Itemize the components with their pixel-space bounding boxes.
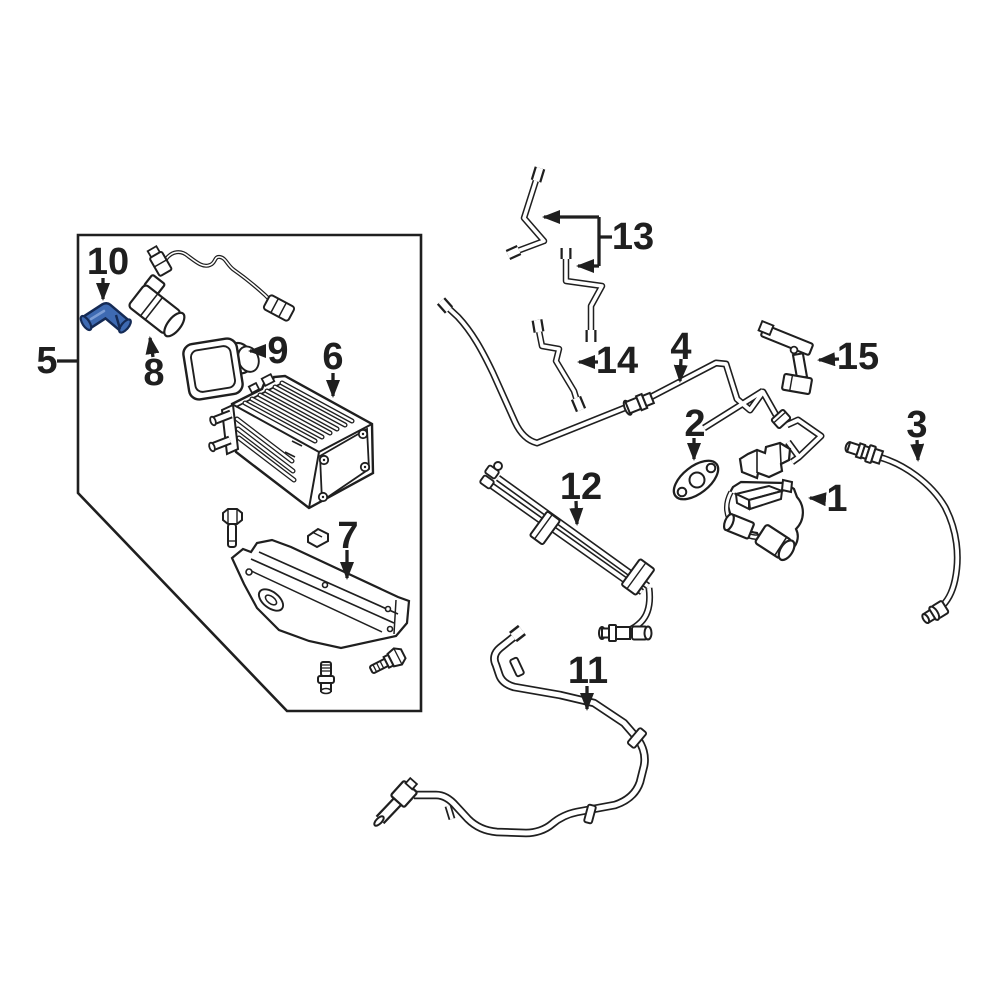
callout-6-label: 6 xyxy=(322,336,343,378)
stud-bottom xyxy=(317,661,335,695)
callout-3-label: 3 xyxy=(906,404,927,446)
callout-9-label: 9 xyxy=(267,330,288,372)
callout-10-label: 10 xyxy=(87,241,129,283)
callout-14-label: 14 xyxy=(596,340,638,382)
callout-1-arrow xyxy=(808,492,827,507)
callout-11-label: 11 xyxy=(568,650,608,692)
callout-7-label: 7 xyxy=(337,515,358,557)
callout-1-label: 1 xyxy=(826,478,847,520)
part-9-filter xyxy=(182,337,260,401)
callout-8-arrow xyxy=(145,336,160,358)
part-7-bracket xyxy=(222,508,411,695)
bolt-lower-right xyxy=(369,647,407,674)
part-10-highlighted-hose xyxy=(79,302,132,334)
callout-13-label: 13 xyxy=(612,216,654,258)
part-15-bracket xyxy=(757,319,814,396)
group-box-outline xyxy=(76,233,423,713)
part-2-gasket xyxy=(672,459,720,501)
tube-union-fitting xyxy=(622,391,656,416)
callout-2-label: 2 xyxy=(684,403,705,445)
tube-ferrule xyxy=(770,409,792,429)
callout-8-label: 8 xyxy=(143,352,164,394)
canister-screws xyxy=(317,428,371,503)
bolt-upper xyxy=(222,508,243,548)
callout-4-label: 4 xyxy=(670,326,691,368)
callout-4-arrow xyxy=(673,358,688,383)
part-12-tube-assembly xyxy=(479,461,655,642)
part-11-hose xyxy=(373,630,647,833)
callout-5-label: 5 xyxy=(36,340,57,382)
part-1-valve-assembly xyxy=(722,441,804,562)
callout-labels: 1 2 3 4 5 6 7 8 9 10 11 12 13 14 15 xyxy=(36,216,927,692)
part-12-end-fitting xyxy=(598,624,653,642)
callout-15-label: 15 xyxy=(837,336,879,378)
part-6-canister xyxy=(208,372,375,510)
callout-15-arrow xyxy=(817,352,840,367)
callout-arrows xyxy=(57,210,925,711)
part-8-valve xyxy=(128,244,296,338)
callout-12-arrow xyxy=(569,500,584,526)
callout-13-bracket xyxy=(597,217,612,266)
callout-3-arrow xyxy=(910,439,925,462)
callout-12-label: 12 xyxy=(560,466,602,508)
part-3-hose xyxy=(844,440,950,625)
part-4-tube xyxy=(441,168,957,632)
part-11-connector xyxy=(373,776,419,827)
